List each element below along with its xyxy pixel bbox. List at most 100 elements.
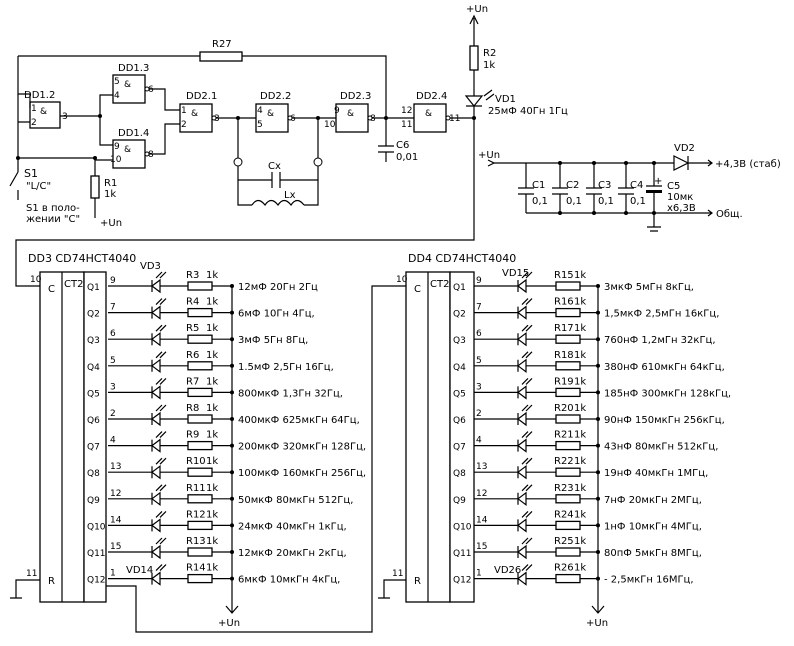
c5-value1: 10мк — [667, 192, 693, 203]
resistor-value: 1k — [206, 270, 218, 281]
pin-label: 1 — [31, 104, 37, 114]
pin-label: 4 — [114, 91, 120, 101]
output-q-label: Q2 — [453, 310, 466, 320]
led-icon — [151, 544, 161, 560]
led-icon — [151, 332, 161, 347]
resistor-value: 1k — [574, 270, 586, 281]
resistor-value: 1k — [206, 509, 218, 520]
output-q-label: Q3 — [453, 336, 466, 346]
dd4-c: C — [414, 284, 421, 295]
c5-value2: х6,3В — [667, 203, 696, 214]
terminal-right — [313, 157, 323, 167]
led-icon — [151, 491, 161, 506]
output-note: 1,5мкФ 2,5мГн 16кГц, — [604, 309, 719, 320]
output-q-label: Q11 — [87, 549, 106, 559]
output-q-label: Q10 — [453, 522, 472, 532]
output-q-label: Q4 — [453, 363, 466, 373]
common-label: Общ. — [716, 209, 743, 220]
dd4-vd-first: VD15 — [502, 268, 529, 279]
led-icon — [517, 278, 527, 294]
pin-label: 9 — [114, 142, 120, 152]
dd4-pin-r: 11 — [392, 569, 403, 579]
resistor — [555, 440, 581, 451]
resistor-label: R8 — [186, 403, 199, 414]
resistor-label: R24 — [554, 509, 574, 520]
c2-value: 0,1 — [566, 196, 582, 207]
resistor — [187, 440, 213, 451]
led-icon — [517, 544, 527, 560]
resistor-label: R18 — [554, 350, 574, 361]
resistor-label: R4 — [186, 297, 199, 308]
r2-value: 1k — [483, 60, 495, 71]
output-q-label: Q8 — [453, 469, 466, 479]
output-q-label: Q3 — [87, 336, 100, 346]
led-icon — [151, 358, 161, 373]
dd4-counter: DD4 CD74HCT4040 CT2 C R 10 11 VD15 VD26 … — [378, 252, 731, 629]
pin-label: 4 — [257, 106, 263, 116]
output-note: 50мкФ 80мкГн 512Гц, — [238, 495, 353, 506]
dd3-r: R — [48, 576, 55, 587]
output-pin-label: 7 — [476, 303, 482, 313]
resistor — [187, 547, 213, 557]
output-q-label: Q4 — [87, 363, 100, 373]
output-pin-label: 1 — [476, 569, 482, 579]
output-pin-label: 2 — [110, 409, 116, 419]
s1-label: S1 — [24, 167, 38, 180]
resistor-value: 1k — [574, 297, 586, 308]
pin-label: 11 — [401, 120, 412, 130]
vd1-led — [464, 95, 484, 107]
led-icon — [517, 358, 527, 373]
resistor — [187, 573, 213, 584]
c5-capacitor — [646, 163, 662, 213]
resistor — [555, 414, 581, 424]
dd2-2-label: DD2.2 — [260, 91, 291, 102]
led-icon — [151, 518, 161, 533]
resistor — [187, 281, 213, 291]
vd2-diode — [673, 155, 690, 171]
resistor — [187, 387, 213, 398]
c3-capacitor — [586, 163, 602, 213]
output-note: 24мкФ 40мкГн 1кГц, — [238, 521, 347, 532]
s1-mode: "L/C" — [26, 181, 51, 192]
output-pin-label: 15 — [110, 542, 121, 552]
led-icon — [151, 305, 161, 320]
output-note: 1.5мФ 2,5Гн 16Гц, — [238, 362, 334, 373]
output-note: 19нФ 40мкГн 1МГц, — [604, 468, 708, 479]
power-section: +Un R2 1k VD1 25мФ 40Гн 1Гц +Un C1 0,1 C… — [464, 4, 781, 232]
pin-label: 8 — [370, 114, 376, 124]
resistor-value: 1k — [206, 536, 218, 547]
dd4-bottom-un: +Un — [586, 618, 608, 629]
output-note: - 2,5мкГн 16МГц, — [604, 575, 694, 586]
resistor-label: R23 — [554, 483, 574, 494]
svg-text:&: & — [40, 107, 47, 117]
resistor-value: 1k — [574, 430, 586, 441]
cx-capacitor — [271, 172, 281, 188]
svg-text:&: & — [267, 109, 274, 119]
output-note: 80пФ 5мкГн 8МГц, — [604, 548, 702, 559]
pin-label: 2 — [31, 118, 37, 128]
c1-label: C1 — [532, 180, 545, 191]
resistor-value: 1k — [574, 563, 586, 574]
resistor-value: 1k — [206, 323, 218, 334]
c6-capacitor — [378, 118, 394, 162]
resistor-label: R15 — [554, 270, 574, 281]
resistor — [555, 520, 581, 531]
resistor-label: R17 — [554, 323, 574, 334]
svg-text:&: & — [347, 109, 354, 119]
resistor — [555, 307, 581, 318]
output-q-label: Q12 — [453, 576, 472, 586]
resistor — [187, 520, 213, 531]
resistor-value: 1k — [206, 563, 218, 574]
pin-label: 1 — [181, 106, 187, 116]
s1-switch — [9, 158, 19, 200]
resistor — [187, 414, 213, 424]
output-pin-label: 4 — [110, 436, 116, 446]
resistor-label: R20 — [554, 403, 574, 414]
resistor-value: 1k — [206, 456, 218, 467]
output-note: 380нФ 610мкГн 64кГц, — [604, 362, 725, 373]
c6-value: 0,01 — [396, 152, 418, 163]
resistor — [187, 334, 213, 344]
resistor-label: R16 — [554, 297, 574, 308]
